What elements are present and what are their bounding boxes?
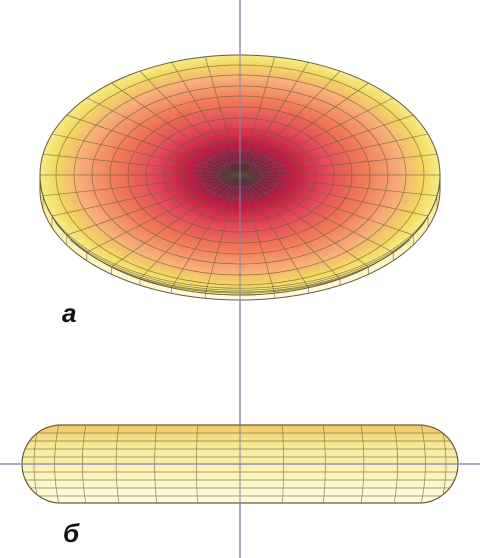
mesh-radial-line [239, 70, 341, 176]
mesh-radial-line [239, 174, 414, 236]
mesh-radial-line [239, 153, 437, 176]
mesh-radial-line [239, 133, 429, 176]
mesh-radial-line [66, 174, 241, 236]
mesh-radial-line [239, 174, 369, 268]
mesh-radial-line [86, 174, 241, 253]
mesh-radial-line [239, 114, 414, 176]
mesh-radial-line [139, 70, 241, 176]
mesh-radial-line [66, 114, 241, 176]
mesh-radial-line [171, 62, 241, 176]
mesh-radial-line [43, 174, 241, 197]
panel-label-b: б [63, 518, 80, 548]
mesh-radial-line [239, 174, 276, 294]
mesh-radial-line [43, 153, 241, 176]
mesh-radial-line [239, 174, 341, 280]
mesh-radial-line [239, 56, 276, 176]
mesh-radial-line [239, 174, 437, 197]
mesh-radial-line [239, 174, 394, 253]
mesh-radial-line [204, 174, 241, 294]
mesh-radial-line [51, 174, 241, 217]
mesh-radial-line [86, 97, 241, 176]
mesh-radial-line [239, 62, 309, 176]
mesh-radial-line [239, 97, 394, 176]
mesh-radial-line [111, 82, 241, 176]
panel-label-a: а [62, 298, 77, 328]
mesh-radial-line [239, 82, 369, 176]
mesh-radial-line [171, 174, 241, 288]
mesh-radial-line [239, 174, 429, 217]
mesh-radial-line [139, 174, 241, 280]
mesh-radial-line [204, 56, 241, 176]
mesh-radial-line [51, 133, 241, 176]
mesh-radial-line [239, 174, 309, 288]
mesh-radial-line [111, 174, 241, 268]
